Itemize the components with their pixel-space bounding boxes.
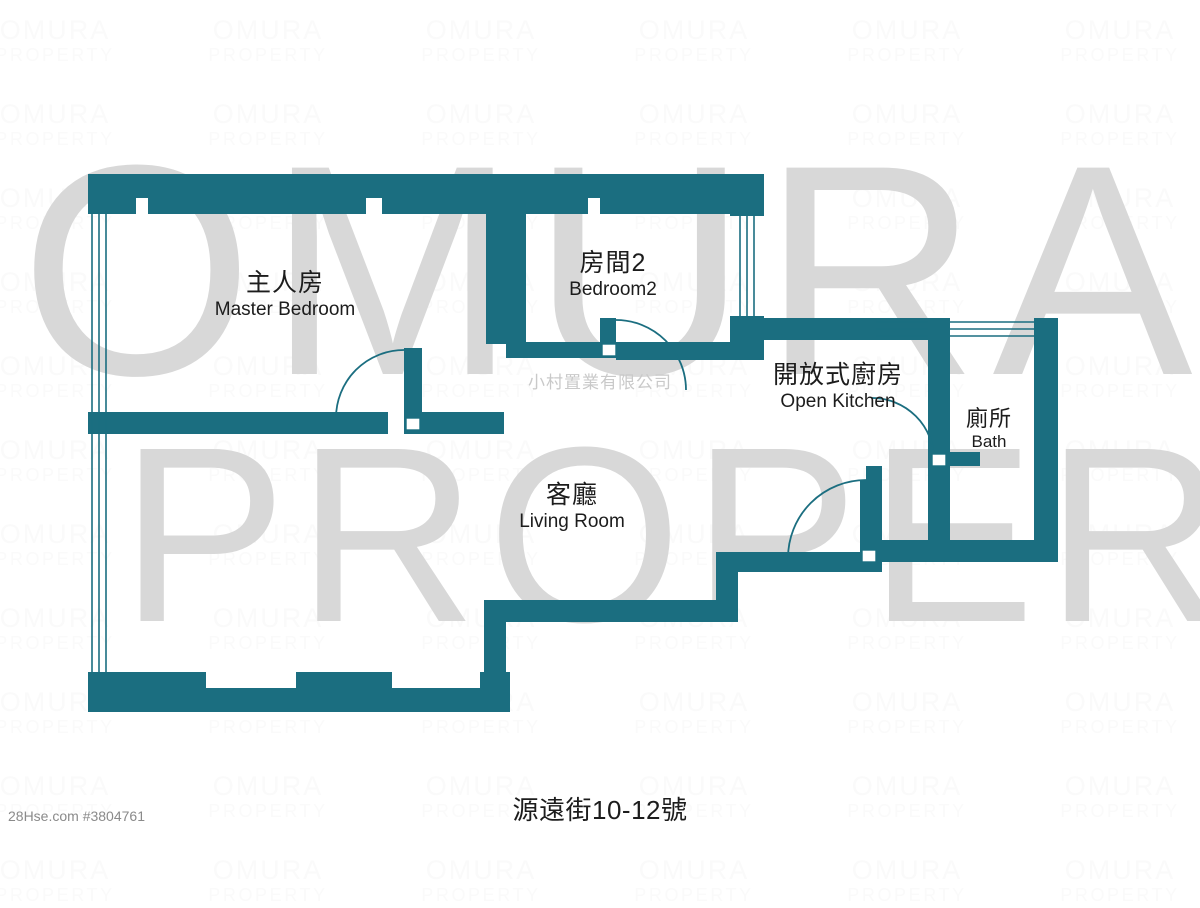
wall-bottom-lip-1: [88, 672, 206, 688]
wall-master-bottom-right: [404, 412, 504, 434]
room-label-master-bedroom-zh: 主人房: [245, 269, 325, 297]
wall-top-lip-right: [600, 198, 764, 214]
room-label-living-room-zh: 客廳: [545, 481, 599, 509]
door-leaf-bedroom2: [601, 343, 617, 357]
room-label-master-bedroom: 主人房 Master Bedroom: [215, 268, 355, 321]
door-arc-bedroom2: [615, 319, 687, 391]
wall-master-door-jamb: [404, 348, 422, 414]
wall-group: [88, 174, 1058, 712]
wall-master-bottom: [88, 412, 388, 434]
room-label-open-kitchen: 開放式廚房 Open Kitchen: [773, 360, 903, 413]
wall-top-lip-a: [148, 198, 366, 214]
floorplan-drawing: [88, 174, 1058, 712]
wall-bath-left: [928, 318, 950, 464]
wall-living-step-h1: [484, 600, 738, 622]
room-label-layer: 主人房 Master Bedroom 房間2 Bedroom2 開放式廚房 Op…: [215, 248, 1012, 533]
wall-kitchen-door-jamb2: [866, 466, 882, 562]
wall-bath-right: [1034, 318, 1058, 560]
wall-top-lip-b: [382, 198, 588, 214]
door-leaf-bath: [931, 453, 947, 467]
wall-bottom-main: [88, 688, 510, 712]
wall-bath-top-right: [1034, 318, 1058, 340]
agency-note: 小村置業有限公司: [528, 373, 672, 392]
wall-kitchen-top: [730, 318, 876, 340]
room-label-open-kitchen-zh: 開放式廚房: [772, 361, 904, 389]
source-reference: 28Hse.com #3804761: [8, 808, 145, 824]
wall-bedroom2-bottom: [616, 342, 748, 360]
wall-living-step-v1: [484, 600, 506, 712]
room-label-bedroom-2: 房間2 Bedroom2: [569, 248, 657, 301]
door-arc-master-bedroom: [335, 349, 405, 419]
room-label-bath-zh: 廁所: [965, 406, 1013, 431]
wall-left-top-stub: [88, 174, 106, 214]
room-label-bath: 廁所 Bath: [966, 406, 1012, 452]
wall-master-right: [486, 198, 506, 344]
room-label-bedroom-2-en: Bedroom2: [569, 279, 657, 300]
wall-bedroom2-left: [506, 198, 526, 344]
room-label-master-bedroom-en: Master Bedroom: [214, 299, 356, 320]
room-label-bedroom-2-zh: 房間2: [579, 249, 647, 277]
wall-bath-left-lower: [928, 460, 950, 560]
door-leaf-group: [405, 343, 947, 563]
plan-title: 源遠街10-12號: [512, 795, 688, 825]
door-arc-kitchen: [787, 479, 867, 559]
room-label-living-room-en: Living Room: [519, 511, 625, 532]
room-label-living-room: 客廳 Living Room: [519, 480, 625, 533]
wall-bath-bottom: [866, 540, 1058, 562]
window-group: [91, 212, 1036, 674]
door-leaf-master: [405, 417, 421, 431]
room-label-open-kitchen-en: Open Kitchen: [780, 391, 896, 412]
wall-bottom-lip-2: [296, 672, 392, 688]
wall-living-step-h2: [716, 552, 882, 572]
door-group: [335, 319, 935, 559]
wall-bedroom2-right: [730, 174, 764, 216]
wall-top-main: [88, 174, 764, 198]
door-arc-bath: [871, 397, 935, 461]
door-leaf-kitchen: [861, 549, 877, 563]
room-label-bath-en: Bath: [971, 432, 1007, 451]
wall-corridor-sill: [506, 342, 608, 358]
